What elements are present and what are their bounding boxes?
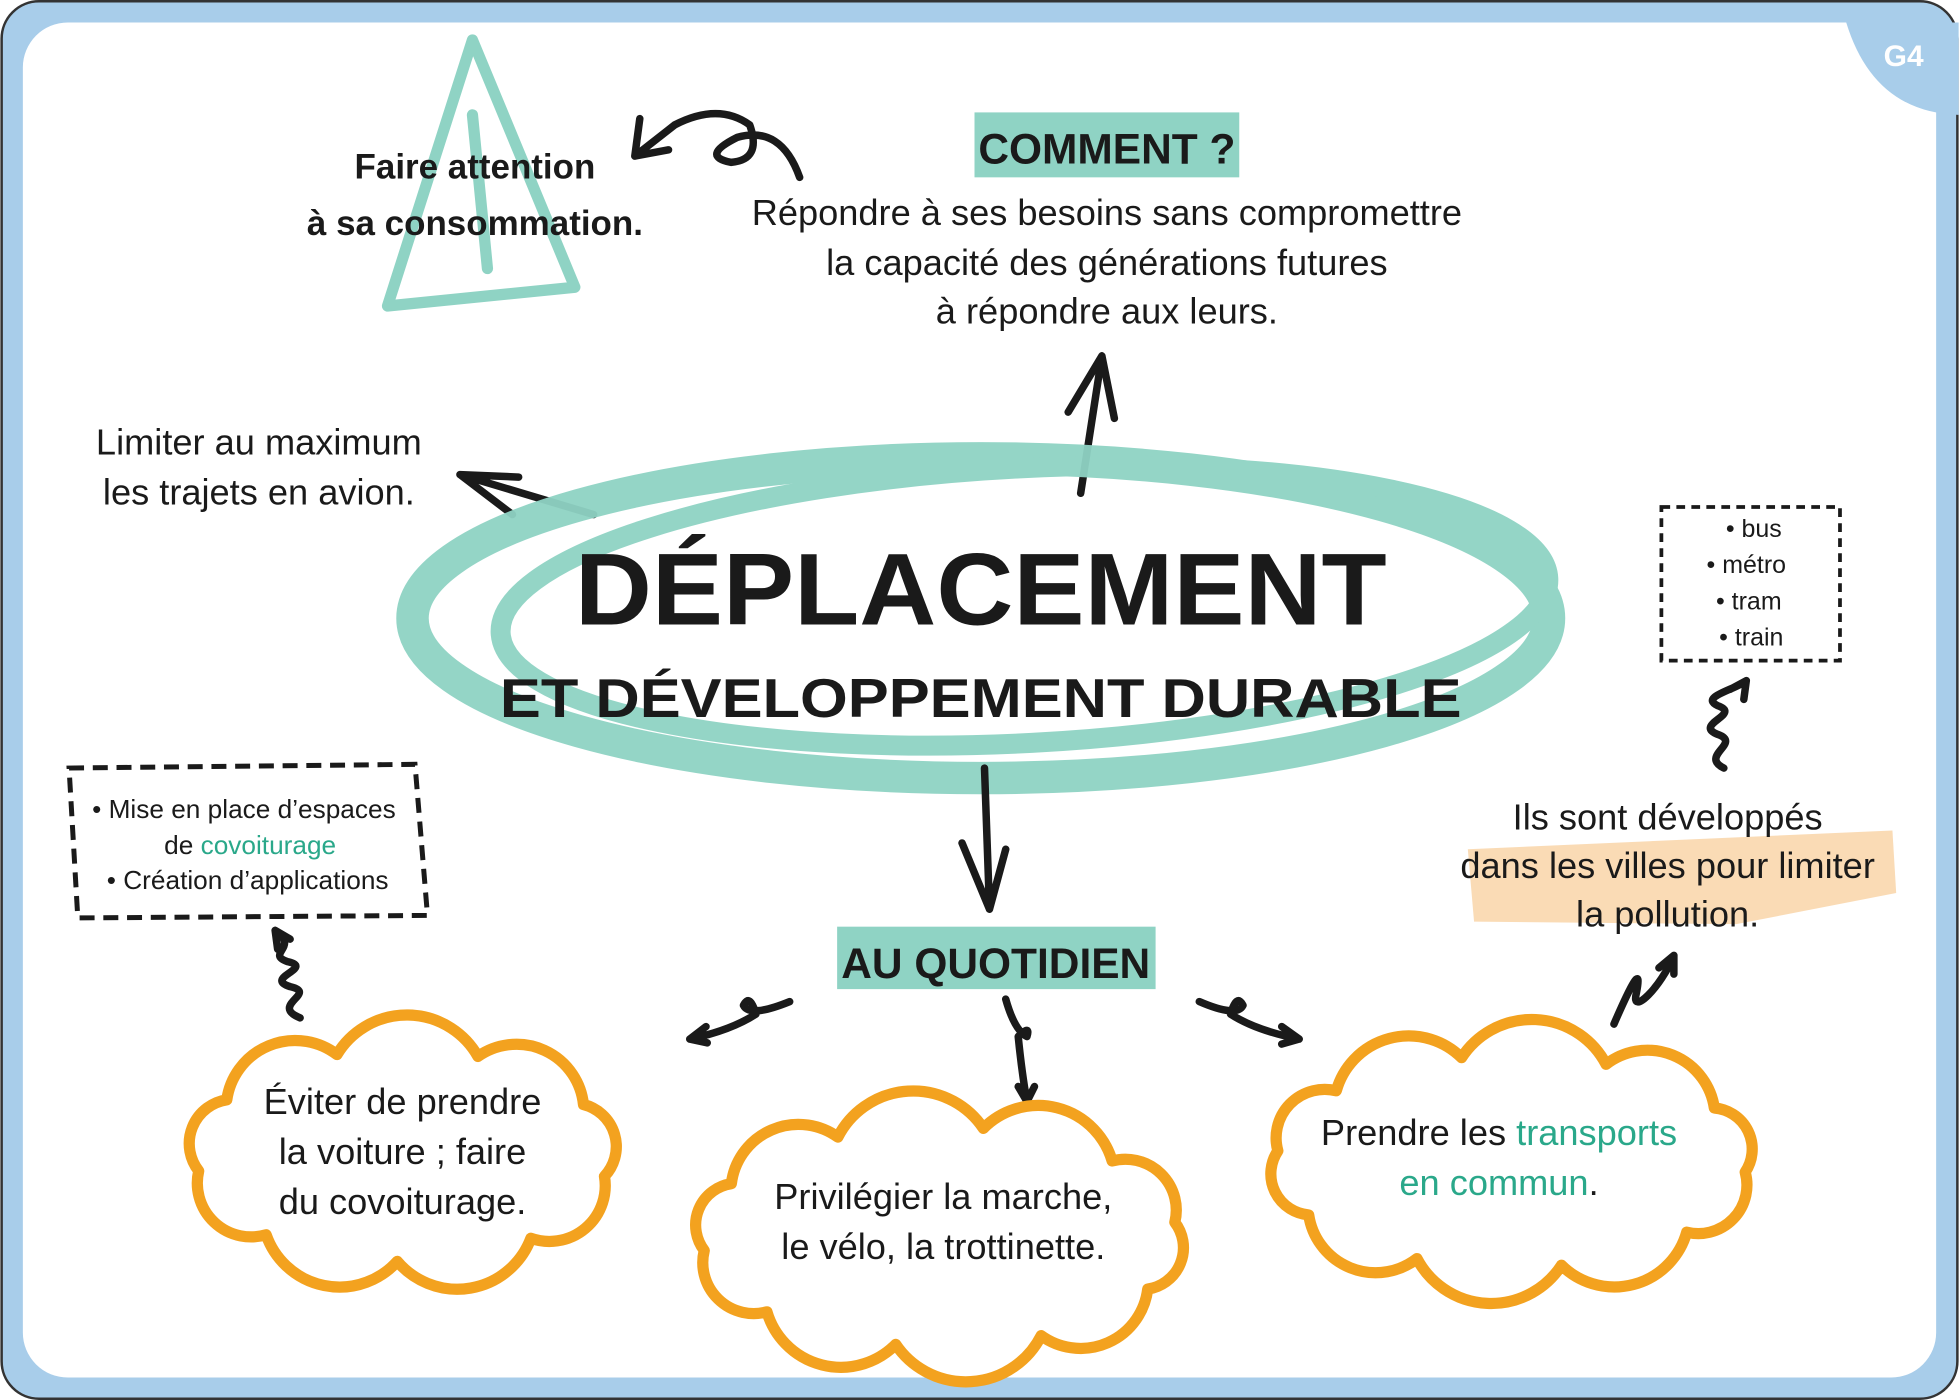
carpool-line-2: de covoiturage bbox=[164, 830, 336, 860]
card-code: G4 bbox=[1884, 40, 1924, 73]
cloud-public-suffix: . bbox=[1589, 1162, 1599, 1203]
cloud-public-line-2: en commun. bbox=[1399, 1162, 1598, 1203]
cloud-car-line-1: Éviter de prendre bbox=[264, 1081, 542, 1122]
cities-line-1: Ils sont développés bbox=[1513, 796, 1823, 837]
cloud-public-highlight: transports bbox=[1516, 1112, 1677, 1153]
highlight-brush bbox=[1467, 830, 1897, 925]
plane-line-2: les trajets en avion. bbox=[103, 472, 415, 513]
curly-arrow-icon bbox=[631, 109, 804, 182]
cloud-walk-line-1: Privilégier la marche, bbox=[774, 1176, 1112, 1217]
cities-line-3: la pollution. bbox=[1576, 894, 1759, 935]
cloud-shape bbox=[183, 1009, 622, 1295]
cloud-walk-line-2: le vélo, la trottinette. bbox=[781, 1226, 1105, 1267]
cloud-car-line-2: la voiture ; faire bbox=[279, 1131, 527, 1172]
curl-arrow-icon bbox=[1195, 996, 1303, 1048]
warning-triangle-icon bbox=[381, 34, 581, 312]
cloud-car-line-3: du covoiturage. bbox=[279, 1181, 527, 1222]
carpool-prefix: de bbox=[164, 830, 200, 860]
main-subtitle: ET DÉVELOPPEMENT DURABLE bbox=[500, 667, 1462, 729]
transport-item: • tram bbox=[1716, 587, 1782, 615]
spring-arrow-icon bbox=[271, 926, 304, 1022]
warning-line-2: à sa consommation. bbox=[307, 204, 643, 243]
comment-line-3: à répondre aux leurs. bbox=[936, 290, 1278, 331]
comment-heading: COMMENT ? bbox=[978, 126, 1235, 173]
carpool-highlight: covoiturage bbox=[201, 830, 337, 860]
main-title: DÉPLACEMENT bbox=[575, 531, 1387, 646]
transport-item: • métro bbox=[1707, 551, 1787, 579]
cloud-shape bbox=[1265, 1013, 1758, 1310]
comment-line-2: la capacité des générations futures bbox=[826, 242, 1388, 283]
plane-line-1: Limiter au maximum bbox=[96, 422, 422, 463]
arrow-down-icon bbox=[958, 764, 1010, 913]
transport-list-box bbox=[1659, 505, 1842, 663]
loop-arrow-icon bbox=[1610, 951, 1678, 1028]
transport-item: • bus bbox=[1726, 515, 1782, 543]
warning-line-1: Faire attention bbox=[355, 148, 596, 187]
card-tab bbox=[1846, 22, 1959, 115]
curl-arrow-icon bbox=[686, 996, 794, 1047]
daily-heading: AU QUOTIDIEN bbox=[841, 940, 1150, 987]
carpool-line-3: • Création d’applications bbox=[107, 865, 389, 895]
cloud-public-highlight-2: en commun bbox=[1399, 1162, 1588, 1203]
curl-arrow-icon bbox=[1001, 995, 1039, 1106]
cloud-public-line-1: Prendre les transports bbox=[1321, 1112, 1677, 1153]
carpool-line-1: • Mise en place d’espaces bbox=[92, 794, 396, 824]
central-ellipse-brush bbox=[396, 442, 1566, 795]
transport-item: • train bbox=[1719, 624, 1783, 652]
daily-heading-box bbox=[837, 926, 1156, 990]
cloud-shape bbox=[690, 1085, 1190, 1388]
card-background bbox=[22, 22, 1937, 1378]
cities-line-2: dans les villes pour limiter bbox=[1460, 845, 1874, 886]
comment-heading-box bbox=[974, 112, 1240, 178]
cloud-public-prefix: Prendre les bbox=[1321, 1112, 1516, 1153]
spring-arrow-icon bbox=[1706, 676, 1751, 772]
comment-line-1: Répondre à ses besoins sans compromettre bbox=[752, 192, 1462, 233]
